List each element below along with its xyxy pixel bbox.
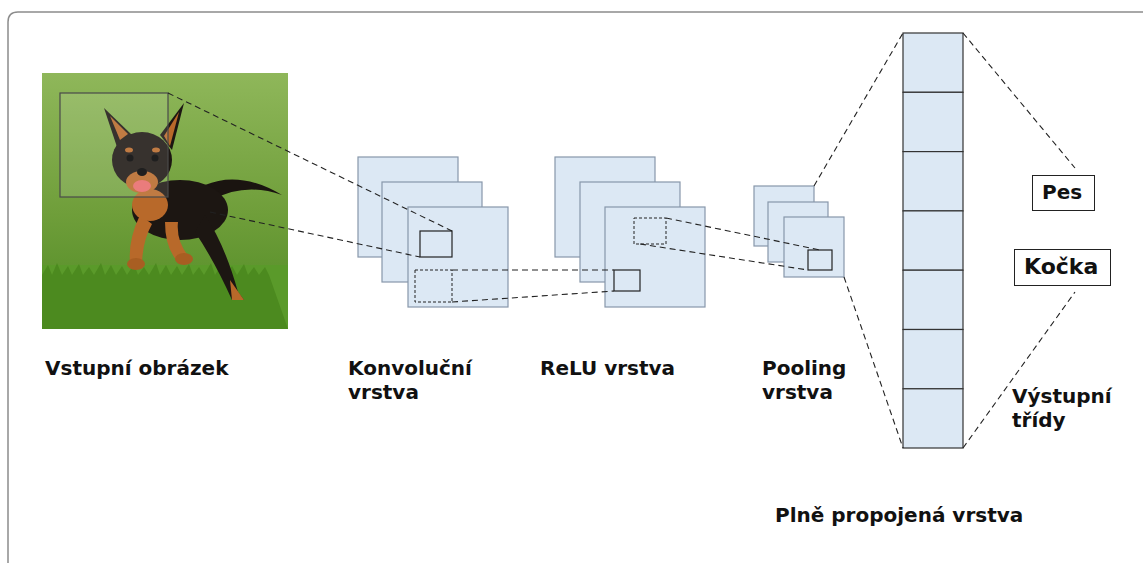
relu-window-dashed: [634, 218, 666, 244]
output-label: Výstupní třídy: [1010, 384, 1134, 432]
conv-maps: [358, 157, 508, 307]
layer-label: Konvoluční vrstva: [346, 356, 500, 404]
dashed-leaders: [168, 33, 1075, 448]
layer-label: Plně propojená vrstva: [773, 503, 1025, 527]
pool-maps: [754, 186, 844, 277]
relu-window: [614, 270, 640, 291]
relu-maps: [555, 157, 705, 307]
conv-window-dashed: [415, 270, 452, 302]
conv-window: [420, 231, 452, 257]
pool-window: [808, 250, 832, 270]
frame: [8, 12, 1143, 563]
class-name: Pes: [1042, 180, 1085, 204]
layer-label: ReLU vrstva: [538, 356, 677, 380]
layer-label: Pooling vrstva: [760, 356, 869, 404]
class-box: Pes: [1032, 175, 1095, 211]
fc-column: [903, 33, 963, 448]
receptive-field: [60, 93, 168, 197]
class-name: Kočka: [1024, 254, 1101, 279]
dog-photo: [42, 73, 288, 329]
class-box: Kočka: [1014, 249, 1111, 286]
input-label: Vstupní obrázek: [43, 356, 230, 380]
